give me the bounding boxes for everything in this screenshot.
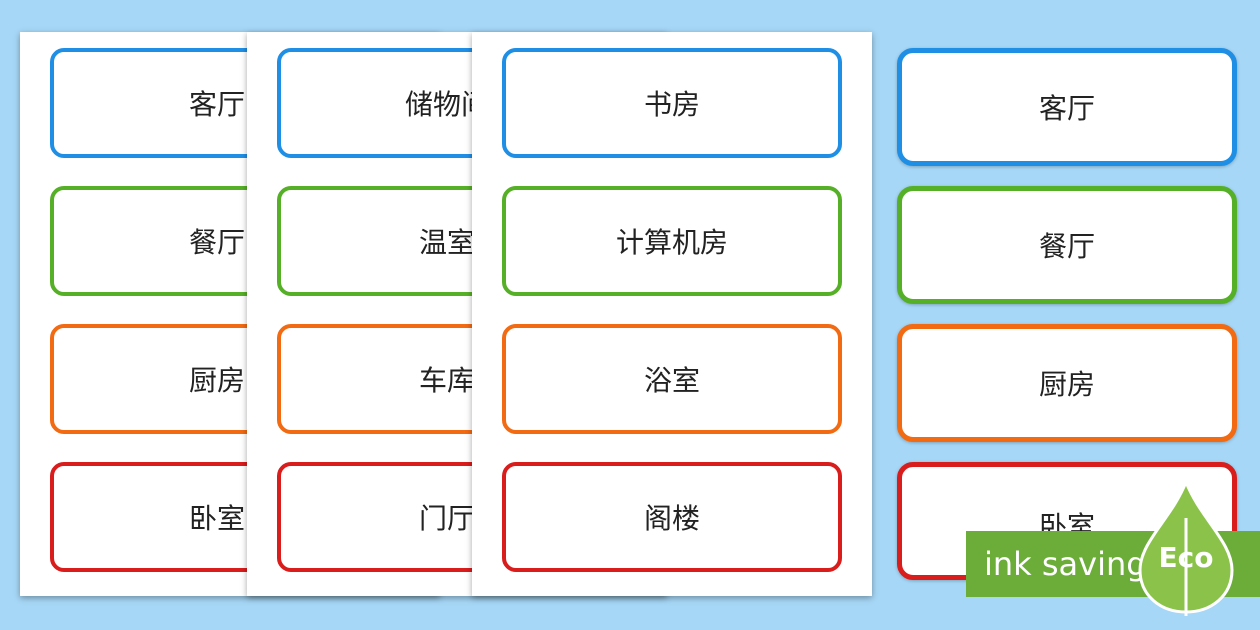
loose-room-card: 餐厅 (897, 186, 1237, 304)
room-card: 计算机房 (502, 186, 842, 296)
room-label: 门厅 (418, 502, 475, 535)
flashcard-sheet-3: 书房 计算机房 浴室 阁楼 (472, 32, 872, 596)
room-label: 温室 (418, 226, 475, 259)
room-label: 餐厅 (188, 226, 245, 259)
room-card: 书房 (502, 48, 842, 158)
loose-room-card: 厨房 (897, 324, 1237, 442)
room-label: 客厅 (188, 88, 245, 121)
room-label: 阁楼 (643, 502, 700, 535)
room-card: 浴室 (502, 324, 842, 434)
ink-saving-text: ink saving (984, 545, 1147, 583)
room-label: 客厅 (1038, 92, 1095, 125)
loose-room-card: 客厅 (897, 48, 1237, 166)
room-label: 计算机房 (615, 226, 728, 259)
room-label: 卧室 (188, 502, 245, 535)
room-label: 餐厅 (1038, 230, 1095, 263)
eco-label: Eco (1158, 541, 1214, 574)
room-label: 车库 (418, 364, 475, 397)
room-label: 厨房 (1038, 368, 1095, 401)
eco-leaf-icon (1138, 478, 1234, 616)
room-label: 书房 (643, 88, 700, 121)
room-label: 厨房 (188, 364, 245, 397)
room-card: 阁楼 (502, 462, 842, 572)
room-label: 浴室 (643, 364, 700, 397)
